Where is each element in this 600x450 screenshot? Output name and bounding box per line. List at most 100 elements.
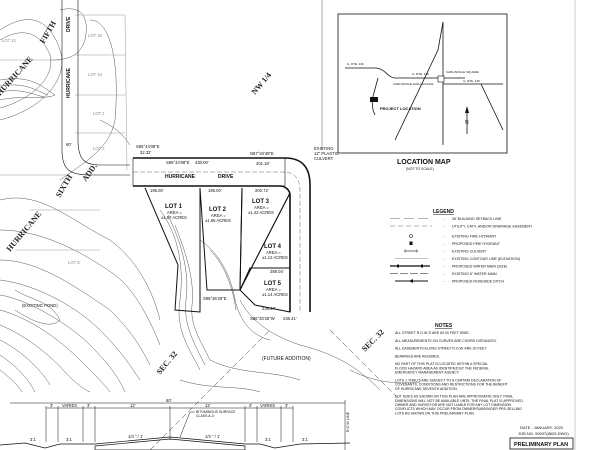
note-line: OWNER AND SURVEYOR ARE NOT LIABLE FOR AN… bbox=[395, 403, 512, 407]
note-item: ALL MEASUREMENTS ON CURVES ARE CHORD DIS… bbox=[395, 339, 497, 343]
notes: NOTES ALL STREET R.O.W.'S ARE 60.00 FEET… bbox=[395, 323, 524, 415]
legend-item: - EXISTING CULVERT bbox=[404, 249, 487, 254]
svg-text:3': 3' bbox=[50, 403, 53, 408]
street-label: HURRICANE bbox=[66, 67, 72, 98]
note-item: LOTS 1 THRU 5 ARE SUBJECT TO A CERTAIN D… bbox=[395, 378, 509, 390]
ditch-icon bbox=[395, 279, 428, 283]
svg-text:CARLINVILLE HIGH SCHOOL: CARLINVILLE HIGH SCHOOL bbox=[393, 82, 434, 86]
svg-text:BITUMINOUS SURFACE: BITUMINOUS SURFACE bbox=[196, 410, 236, 414]
note-item: ALL STREET R.O.W.'S ARE 60.00 FEET WIDE. bbox=[395, 331, 470, 335]
svg-text:S86°44'08"E: S86°44'08"E bbox=[166, 160, 190, 165]
lot-name: LOT 4 bbox=[264, 244, 282, 250]
note-line: CONFLICTS WHICH MAY OCCUR FROM OWNER/SUB… bbox=[395, 407, 522, 411]
existing-lot-label: LOT 8 bbox=[68, 260, 80, 265]
legend-separator: - bbox=[443, 264, 445, 269]
svg-text:IL. RTE. 136: IL. RTE. 136 bbox=[347, 62, 364, 66]
note-line: BEARINGS ARE ASSUMED. bbox=[395, 354, 440, 358]
title-block: DATE : JANUARY, 2023 JOB NO. 99037(8625.… bbox=[509, 425, 574, 450]
location-map-subtitle: (NOT TO SCALE) bbox=[406, 167, 434, 171]
note-line: OF HURRICANE SEVENTH ADDITION. bbox=[395, 387, 458, 391]
fire-hydrant-proposed-icon bbox=[409, 241, 413, 245]
svg-text:430.00': 430.00' bbox=[195, 160, 209, 165]
lot-area: ±1.12 ACRES bbox=[262, 255, 288, 260]
legend-label: PROPOSED ROADSIDE DITCH bbox=[452, 280, 505, 284]
svg-text:200.72': 200.72' bbox=[255, 188, 269, 193]
svg-text:CLASS A-3: CLASS A-3 bbox=[196, 414, 214, 418]
svg-text:VARIES: VARIES bbox=[260, 403, 275, 408]
note-line: ALL EASEMENTS ALONG STREET R.O.W. ARE 20… bbox=[395, 347, 487, 351]
lot-area: ±1.14 ACRES bbox=[262, 292, 288, 297]
fire-hydrant-existing-icon bbox=[409, 234, 413, 238]
svg-text:12': 12' bbox=[205, 403, 211, 408]
lot-name: LOT 5 bbox=[264, 281, 282, 287]
legend-label: EXISTING FIRE HYDRANT bbox=[452, 235, 497, 239]
street-label: DRIVE bbox=[66, 16, 72, 32]
svg-text:3': 3' bbox=[249, 403, 252, 408]
svg-text:S86°30'26"W: S86°30'26"W bbox=[250, 316, 275, 321]
svg-text:236.47': 236.47' bbox=[262, 306, 276, 311]
note-line: LOTS AS SHOWN ON THIS PRELIMINARY PLAN. bbox=[395, 411, 475, 415]
note-line: LOT SIZES AS SHOWN ON THIS PLAN ARE APPR… bbox=[395, 395, 513, 399]
lot-boundaries bbox=[144, 187, 291, 313]
svg-text:3:1: 3:1 bbox=[302, 437, 308, 442]
legend-label: 35' BUILDING SETBACK LINE bbox=[452, 217, 502, 221]
svg-text:3:1: 3:1 bbox=[66, 437, 72, 442]
existing-pond-label: (EXISTING POND) bbox=[22, 303, 58, 308]
note-line: NO PART OF THIS PLAT IS LOCATED WITHIN A… bbox=[395, 362, 488, 366]
legend-item: -UTILITY, CATV, AND/OR DRAINAGE EASEMENT bbox=[390, 224, 533, 229]
lot-area: ±1.65 ACRES bbox=[205, 218, 231, 223]
notes-title: NOTES bbox=[435, 323, 453, 329]
lot-name: LOT 2 bbox=[209, 207, 227, 213]
lot-area-label: AREA = bbox=[266, 250, 281, 255]
legend-item: -EXISTING FIRE HYDRANT bbox=[409, 234, 497, 239]
water-main-proposed-icon bbox=[390, 264, 430, 268]
lot-area-label: AREA = bbox=[211, 213, 226, 218]
existing-lot-label: LOT 14 bbox=[88, 72, 103, 77]
svg-text:R.O.W. LINE: R.O.W. LINE bbox=[346, 411, 350, 432]
svg-text:N87°34'48"E: N87°34'48"E bbox=[250, 151, 274, 156]
legend-item: - PROPOSED FIRE HYDRANT bbox=[409, 241, 501, 246]
lot-4: LOT 4 AREA = ±1.12 ACRES bbox=[262, 244, 288, 260]
lot-3: LOT 3 AREA = ±1.42 ACRES bbox=[248, 199, 274, 215]
note-item: BEARINGS ARE ASSUMED. bbox=[395, 354, 440, 358]
project-location-marker bbox=[370, 97, 378, 102]
lot-area: ±1.57 ACRES bbox=[161, 215, 187, 220]
svg-text:195.00': 195.00' bbox=[150, 188, 164, 193]
legend-label: EXISTING CONTOUR LINE (ELEVATION) bbox=[452, 257, 520, 261]
location-map-title: LOCATION MAP bbox=[397, 159, 451, 166]
legend-separator: - bbox=[443, 241, 445, 246]
culvert-icon bbox=[404, 249, 418, 253]
existing-lot-label: LOT 15 bbox=[88, 33, 103, 38]
legend-label: PROPOSED WATER MAIN (SIZE) bbox=[452, 265, 507, 269]
note-item: ALL EASEMENTS ALONG STREET R.O.W. ARE 20… bbox=[395, 347, 487, 351]
legend-separator: - bbox=[443, 249, 445, 254]
svg-text:IL. RTE. 136: IL. RTE. 136 bbox=[463, 79, 480, 83]
note-line: DIMENSIONS WILL NOT BE AVAILABLE UNTIL T… bbox=[395, 399, 524, 403]
existing-lot-label: LOT 2 bbox=[93, 146, 105, 151]
date: DATE : JANUARY, 2023 bbox=[520, 425, 564, 430]
sheet-title: PRELIMINARY PLAN bbox=[514, 442, 568, 448]
lot-name: LOT 1 bbox=[165, 204, 183, 210]
svg-text:12" PLASTIC: 12" PLASTIC bbox=[314, 151, 339, 156]
svg-text:CARLINVILLE SQUARE: CARLINVILLE SQUARE bbox=[446, 70, 479, 74]
legend-item: - PROPOSED WATER MAIN (SIZE) bbox=[390, 264, 507, 269]
legend-label: EXISTING CULVERT bbox=[452, 250, 487, 254]
svg-text:VARIES: VARIES bbox=[62, 403, 77, 408]
existing-lot-label: LOT 1 bbox=[93, 111, 105, 116]
north-arrow-icon: N bbox=[465, 106, 469, 134]
lot-name: LOT 3 bbox=[252, 199, 270, 205]
legend-label: PROPOSED FIRE HYDRANT bbox=[452, 242, 501, 246]
legend-label: EXISTING 6" WATER MAIN bbox=[452, 272, 497, 276]
note-line: ALL STREET R.O.W.'S ARE 60.00 FEET WIDE. bbox=[395, 331, 470, 335]
street-label: HURRICANE bbox=[165, 174, 196, 180]
note-item: NO PART OF THIS PLAT IS LOCATED WITHIN A… bbox=[395, 362, 489, 374]
note-line: COVENANTS, CONDITIONS AND RESTRICTIONS F… bbox=[395, 383, 509, 387]
note-item: LOT SIZES AS SHOWN ON THIS PLAN ARE APPR… bbox=[395, 395, 524, 416]
svg-text:N: N bbox=[465, 120, 469, 126]
legend-separator: - bbox=[443, 271, 445, 276]
typical-cross-section: 60' 3' VARIES 3' 12' 12' 3' VARIES 3' BI… bbox=[0, 398, 351, 450]
legend-separator: - bbox=[443, 256, 445, 261]
legend-item: - EXISTING CONTOUR LINE (ELEVATION) bbox=[395, 256, 520, 261]
street-label: DRIVE bbox=[218, 174, 234, 180]
